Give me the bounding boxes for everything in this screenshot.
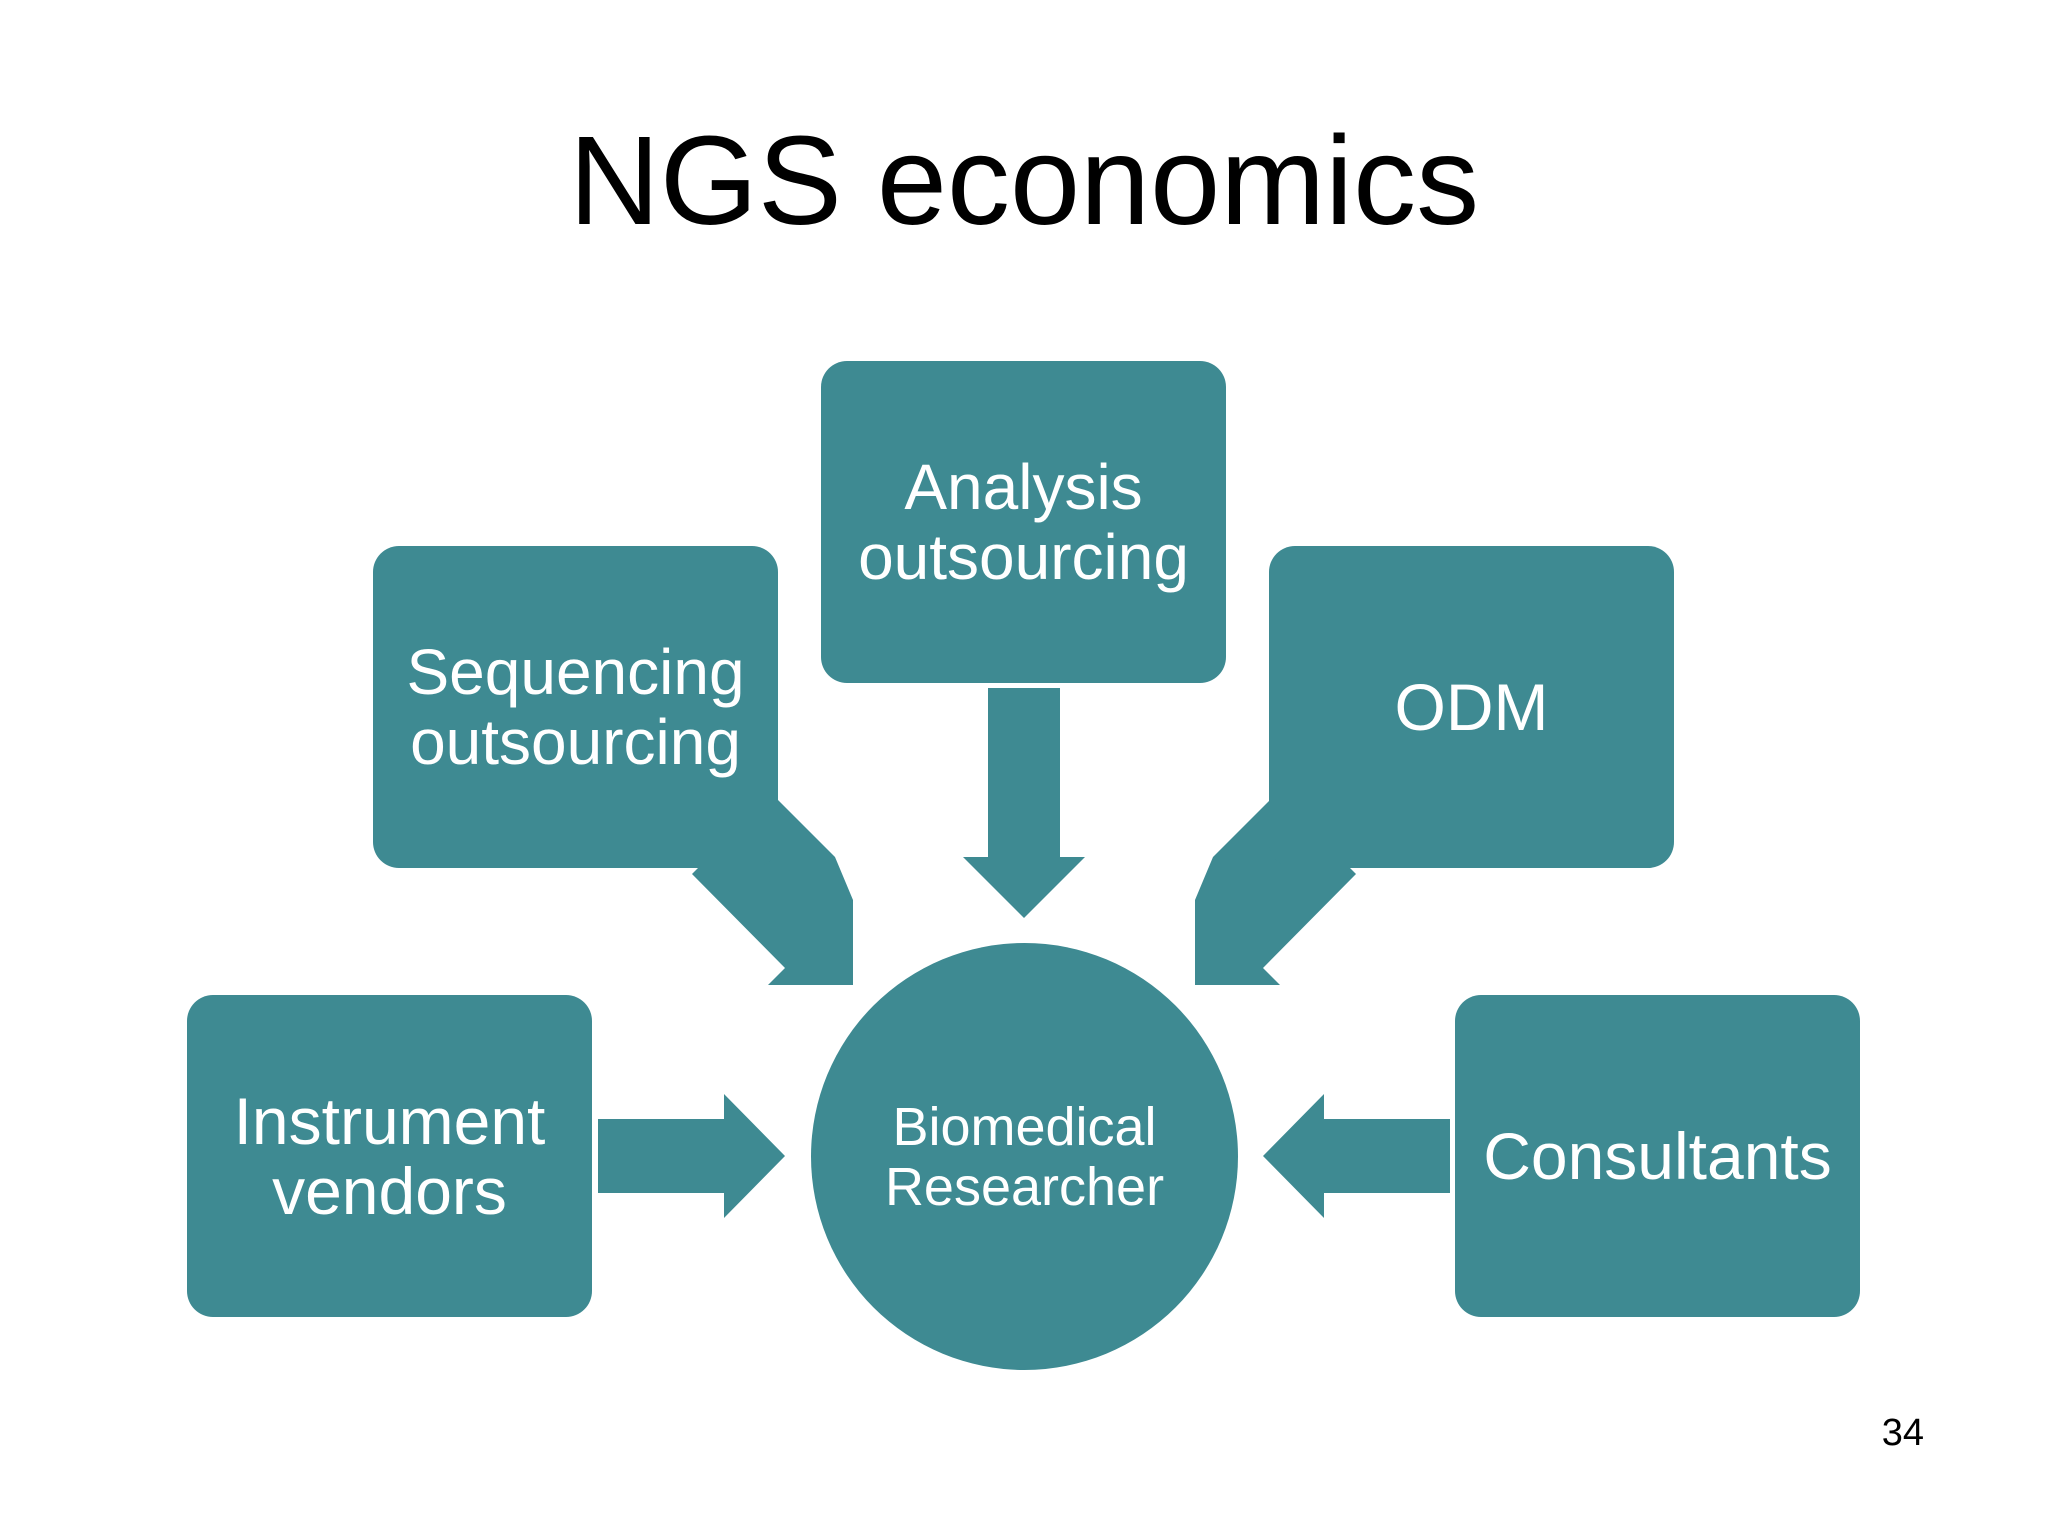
researcher-line1: Biomedical (892, 1096, 1157, 1157)
node-sequencing-outsourcing: Sequencing outsourcing (373, 546, 778, 868)
slide-title: NGS economics (568, 110, 1480, 251)
page-number: 34 (1881, 1412, 1924, 1454)
researcher-line2: Researcher (884, 1156, 1165, 1217)
sequencing-line2: outsourcing (410, 706, 741, 778)
node-consultants: Consultants (1455, 995, 1860, 1317)
analysis-line2: outsourcing (858, 521, 1189, 593)
consultants-label: Consultants (1483, 1119, 1832, 1193)
node-analysis-outsourcing: Analysis outsourcing (821, 361, 1226, 683)
arrow-instrument-to-researcher (598, 1094, 785, 1218)
node-instrument-vendors: Instrument vendors (187, 995, 592, 1317)
analysis-line1: Analysis (904, 451, 1143, 523)
arrow-analysis-to-researcher (963, 688, 1085, 918)
odm-label: ODM (1394, 670, 1549, 744)
node-odm: ODM (1269, 546, 1674, 868)
instrument-line1: Instrument (233, 1084, 546, 1158)
node-biomedical-researcher: Biomedical Researcher (811, 943, 1238, 1370)
instrument-line2: vendors (272, 1154, 507, 1228)
sequencing-line1: Sequencing (406, 636, 745, 708)
arrow-consultants-to-researcher (1263, 1094, 1450, 1218)
